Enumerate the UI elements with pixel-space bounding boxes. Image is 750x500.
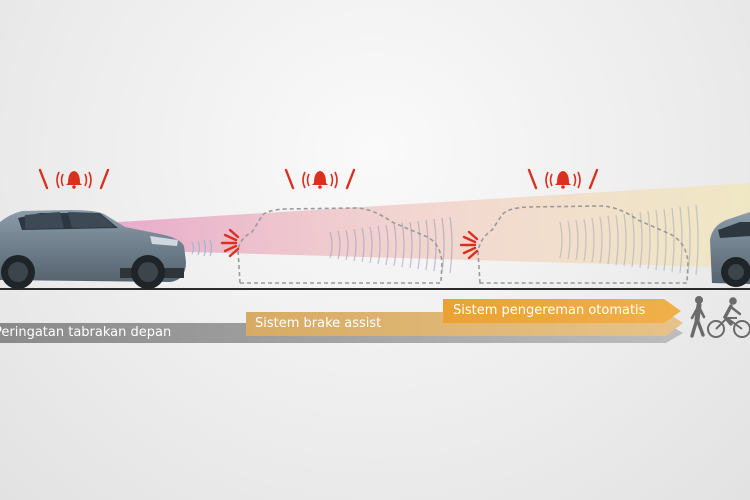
alarm-bell-icon — [284, 168, 356, 190]
stage-bar-auto-brake — [443, 299, 681, 323]
stage-label-auto-brake: Sistem pengereman otomatis — [453, 303, 646, 318]
alarm-bell-icon — [527, 168, 599, 190]
warning-chevron-2 — [459, 230, 479, 260]
pedestrian-icon — [690, 296, 706, 338]
alarm-bell-icon — [38, 168, 110, 190]
ghost-car-1 — [237, 207, 443, 284]
warning-chevron-1 — [220, 228, 240, 258]
radar-wave-group-1 — [191, 239, 213, 257]
ghost-car-2 — [477, 205, 689, 284]
radar-wave-group-3 — [559, 204, 699, 276]
radar-beam — [118, 183, 750, 268]
stage-label-brake-assist: Sistem brake assist — [255, 316, 382, 331]
target-car — [710, 212, 750, 287]
stage-label-warning: Peringatan tabrakan depan — [0, 325, 172, 340]
cyclist-icon — [707, 297, 750, 338]
host-car — [0, 210, 186, 289]
